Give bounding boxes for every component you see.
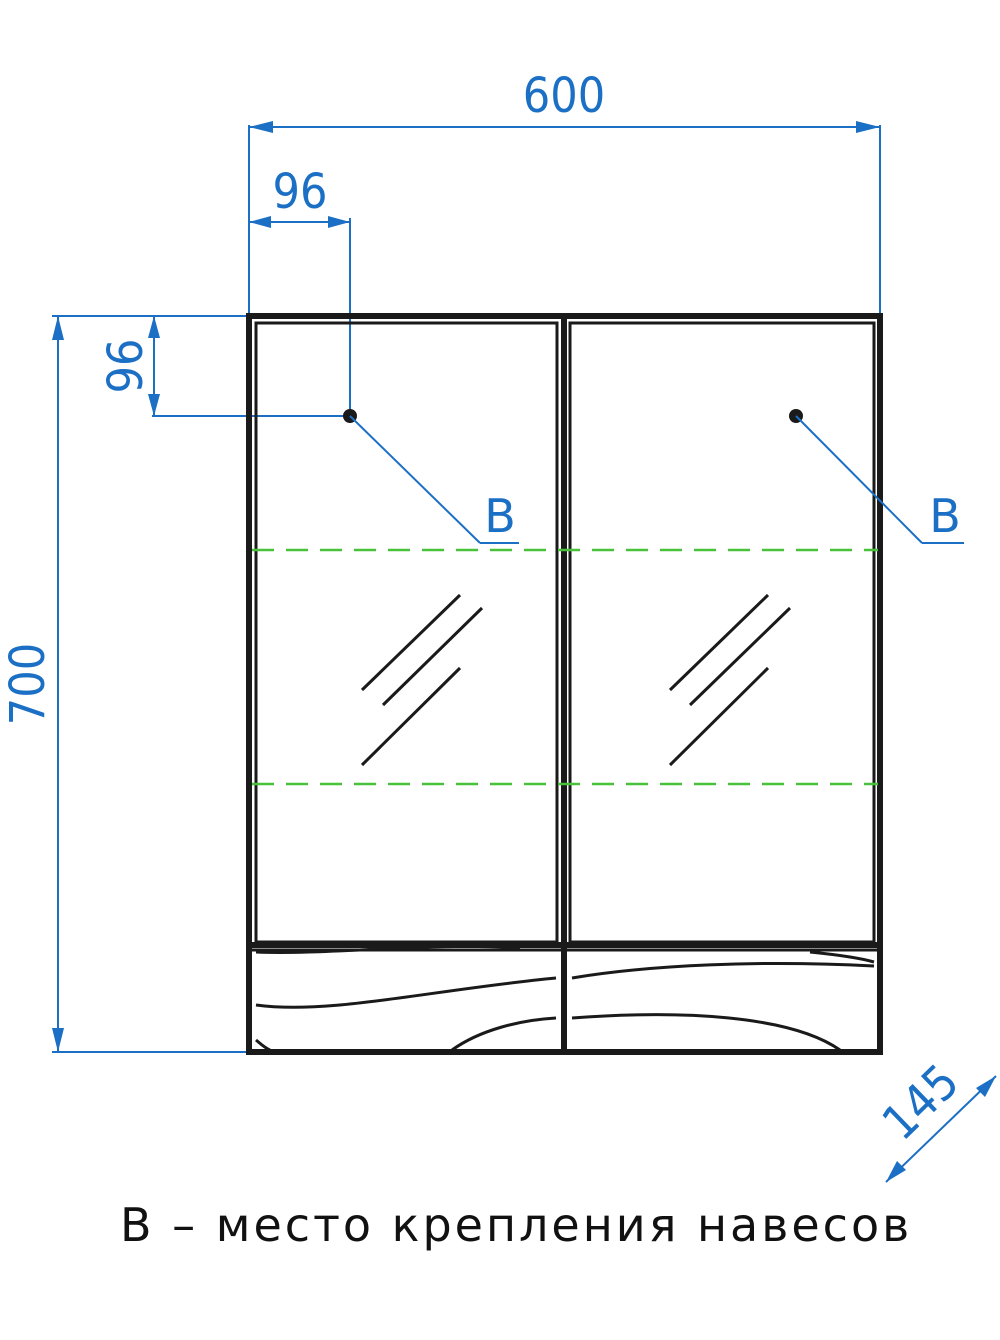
right-mount-label: B <box>929 489 961 543</box>
width-dimension: 600 <box>248 68 881 318</box>
left-mirror-glare <box>360 593 484 767</box>
bottom-waves <box>255 944 875 1052</box>
right-mirror-glare <box>668 593 792 767</box>
height-label: 700 <box>0 643 56 725</box>
right-mount-callout: B <box>789 409 964 544</box>
mount-offset-x-label: 96 <box>273 164 328 220</box>
shelves <box>252 548 878 786</box>
mount-offset-y-label: 96 <box>98 339 154 394</box>
mount-offset-x-dimension: 96 <box>249 164 351 416</box>
width-label: 600 <box>523 68 605 124</box>
depth-dimension: 145 <box>872 1054 997 1183</box>
left-mount-label: B <box>484 489 516 543</box>
mount-offset-y-dimension: 96 <box>98 316 350 417</box>
height-dimension: 700 <box>0 315 249 1053</box>
left-mount-callout: B <box>343 409 519 544</box>
depth-label: 145 <box>872 1054 970 1152</box>
cabinet-body <box>246 313 883 1055</box>
legend-caption: B – место крепления навесов <box>120 1198 913 1252</box>
